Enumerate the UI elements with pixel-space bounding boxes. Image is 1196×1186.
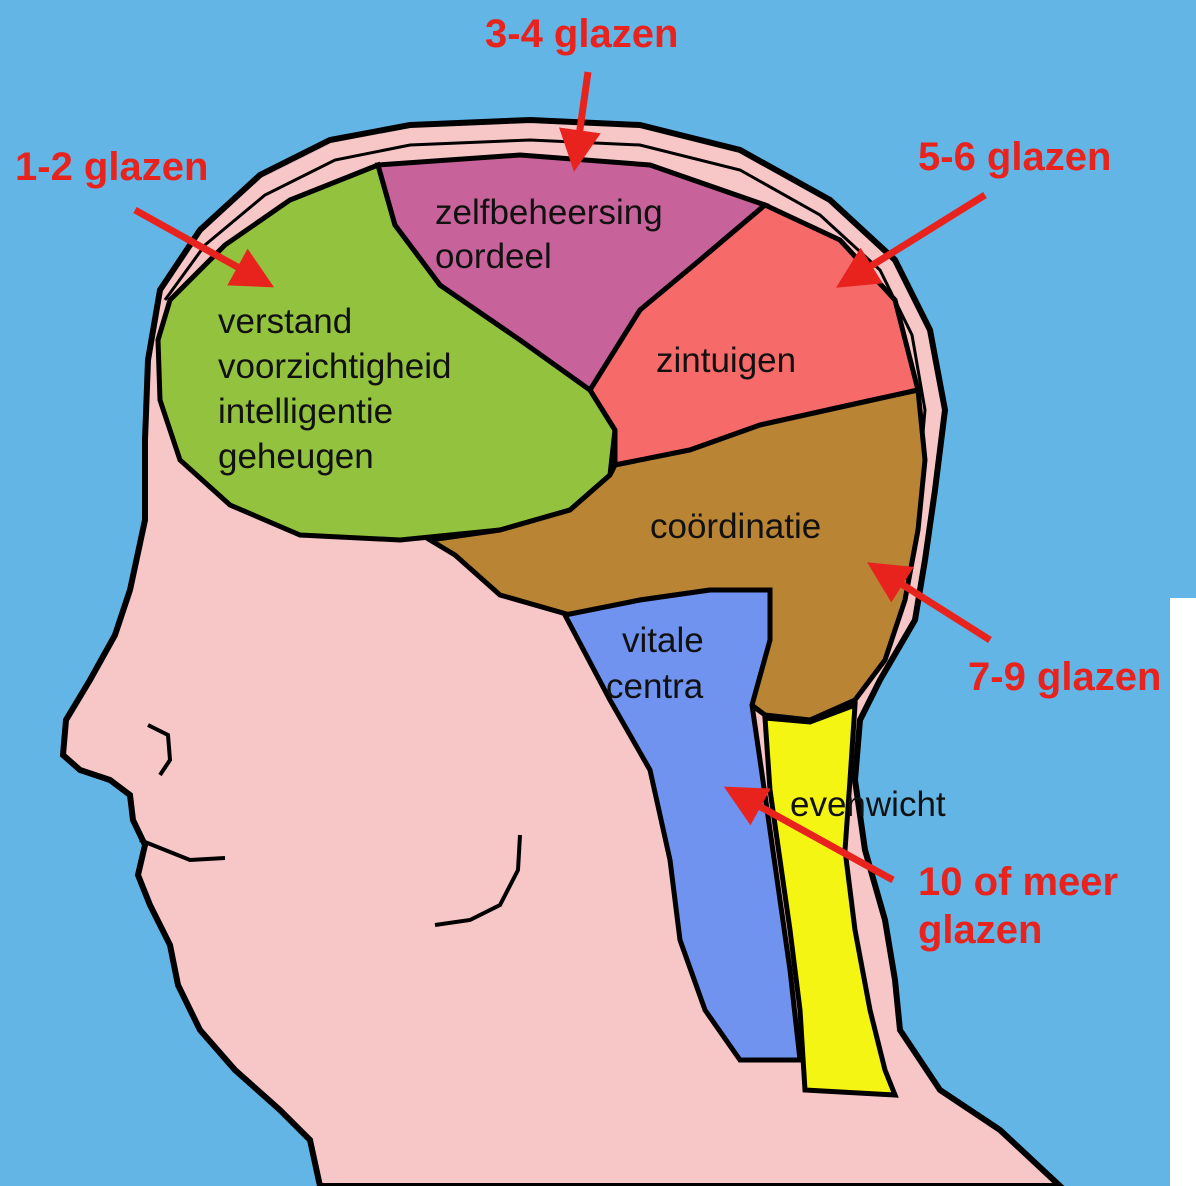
label-cerebellum: coördinatie [650,507,821,546]
label-sensory: zintuigen [656,341,796,380]
label-balance: evenwicht [790,785,946,824]
dose-label-2: 3-4 glazen [485,12,678,56]
dose-label-3: 5-6 glazen [918,135,1111,179]
white-margin [1170,598,1196,1186]
dose-label-5: 10 of meer glazen [918,860,1129,952]
dose-label-1: 1-2 glazen [15,145,208,189]
dose-label-4: 7-9 glazen [968,655,1161,699]
